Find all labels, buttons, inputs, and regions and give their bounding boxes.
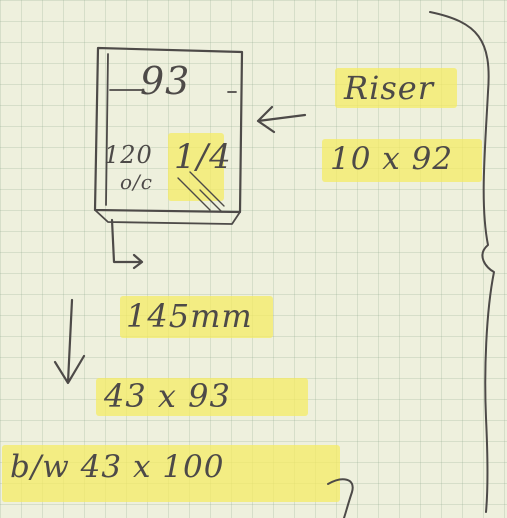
highlight-length (120, 296, 273, 338)
riser-label: Riser (344, 69, 434, 107)
highlight-blade-size (2, 445, 340, 502)
riser-size: 10 x 92 (330, 141, 454, 177)
fraction-label: 1/4 (174, 137, 232, 177)
length-note: 145mm (126, 297, 253, 335)
highlight-riser-size (322, 139, 482, 182)
highlight-board-size (96, 378, 308, 416)
arrow-left (256, 105, 307, 134)
top-dimension: 93 (140, 59, 191, 103)
spacing-note: o/c (120, 170, 153, 194)
highlight-riser (335, 68, 457, 108)
hatching (177, 171, 225, 213)
curly-bracket (429, 11, 495, 513)
timber-inner-line (105, 53, 109, 206)
blade-size-note: b/w 43 x 100 (10, 449, 225, 485)
trailing-hook (327, 478, 354, 518)
highlight-fraction (168, 133, 224, 201)
section-base (94, 209, 241, 225)
board-size-note: 43 x 93 (104, 377, 231, 415)
arrow-down (53, 298, 86, 385)
side-dimension: 120 (104, 141, 153, 169)
corner-arrow (110, 218, 144, 270)
